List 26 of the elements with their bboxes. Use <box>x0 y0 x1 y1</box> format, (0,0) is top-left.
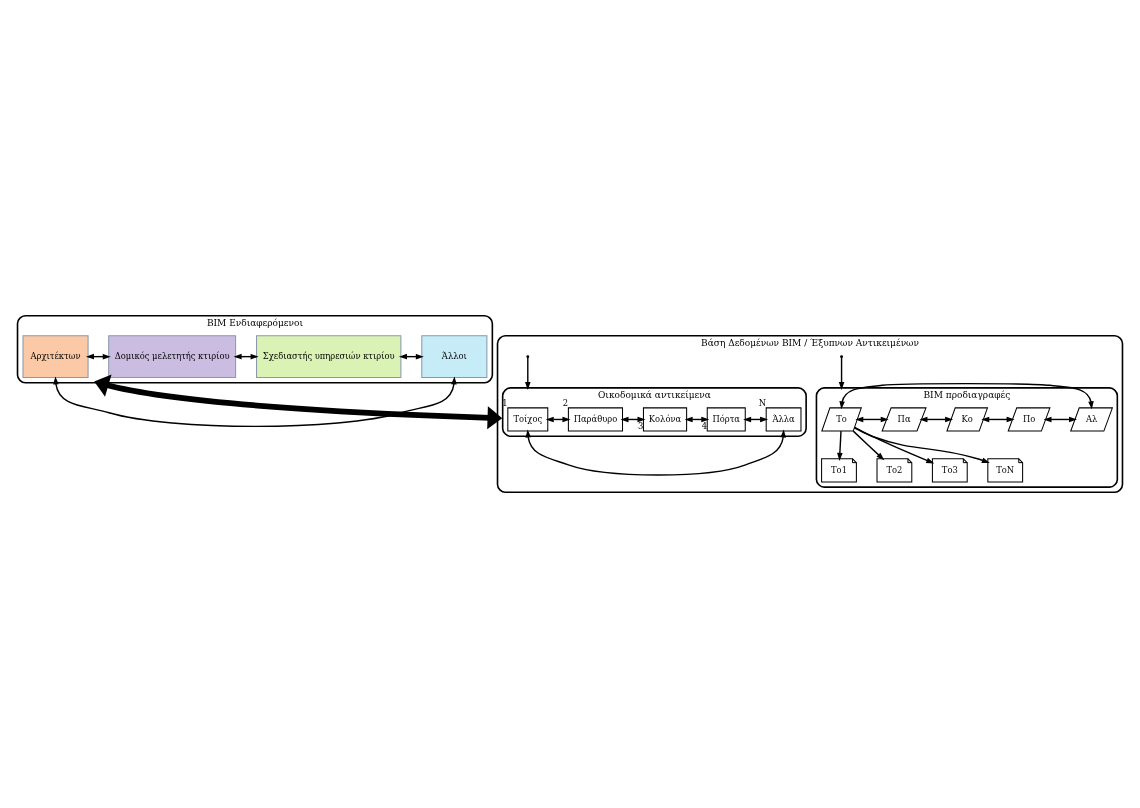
arrow <box>53 376 457 428</box>
node-box: Άλλα <box>765 407 802 432</box>
node-box: Κολόνα <box>642 407 688 432</box>
arrow <box>837 430 843 461</box>
node-box: Τοίχος <box>507 407 549 432</box>
arrow <box>838 356 845 391</box>
arrow <box>525 356 531 391</box>
node-box: Σχεδιαστής υπηρεσιών κτιρίου <box>256 335 402 379</box>
node-label: N <box>758 397 766 408</box>
node-box: Αρχιτέκτων <box>22 335 89 379</box>
arrow <box>1043 416 1078 423</box>
node-label: 3 <box>637 420 644 431</box>
node-label: 1 <box>502 397 508 408</box>
arrow <box>525 429 786 476</box>
arrow <box>981 416 1015 423</box>
arrow <box>855 416 889 423</box>
node-box: Άλλοι <box>421 335 488 379</box>
node-label: 2 <box>562 397 569 408</box>
arrow <box>94 374 503 430</box>
node-box: Παράθυρο <box>567 407 624 432</box>
arrow <box>919 416 954 423</box>
node-box: Πόρτα <box>706 407 746 432</box>
node-box: Δομικός μελετητής κτιρίου <box>108 335 237 379</box>
arrow <box>839 382 1094 410</box>
arrow <box>852 430 885 461</box>
node-label: 4 <box>701 420 707 431</box>
